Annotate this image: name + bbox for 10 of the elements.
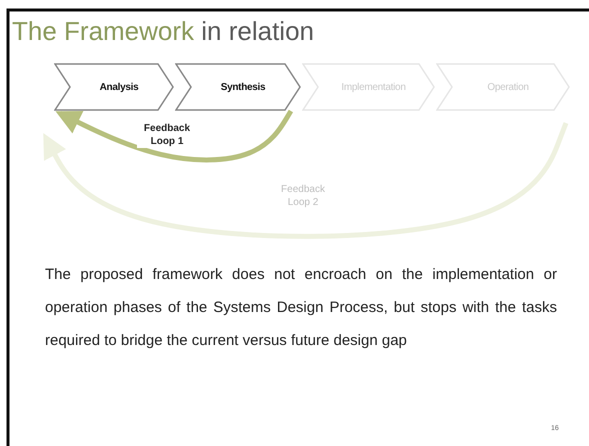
- feedback-arrow: [56, 110, 294, 162]
- feedback-arrow: [43, 122, 568, 239]
- phase-step: [302, 63, 435, 111]
- slide-title: The Framework in relation: [12, 16, 314, 47]
- body-paragraph: The proposed framework does not encroach on the implementation or operation phases of the Systems Design Process, but stops with the tasks required to bridge the current versus future design gap: [45, 265, 557, 351]
- step-label: Analysis: [100, 82, 138, 92]
- step-label: Synthesis: [220, 82, 266, 92]
- phase-step: [175, 63, 301, 111]
- phase-step: [436, 63, 570, 111]
- phase-step: [54, 63, 174, 111]
